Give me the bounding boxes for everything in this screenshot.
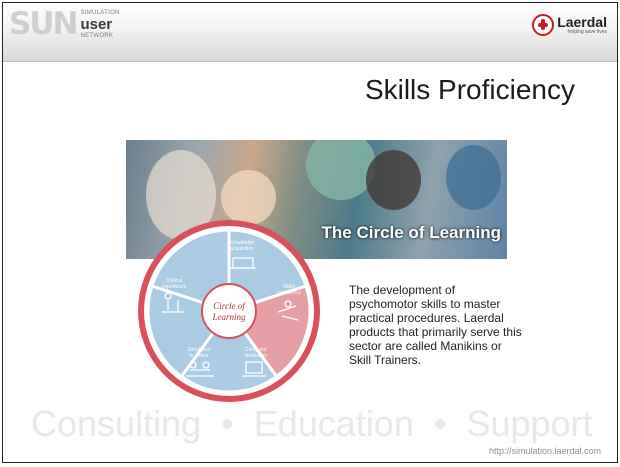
knowledge-pictogram-icon	[230, 257, 256, 269]
footer-word-consulting: Consulting	[31, 403, 202, 444]
footer-word-support: Support	[466, 403, 593, 444]
footer-watermark: Consulting • Education • Support	[31, 403, 611, 445]
bullet-separator: •	[221, 403, 234, 444]
segment-label: Clinical	[166, 278, 182, 284]
segment-label: in teams	[190, 353, 209, 359]
segment-label: Skills	[283, 284, 295, 290]
laerdal-tagline: helping save lives	[567, 29, 607, 35]
circle-of-learning-diagram: Circle of Learning Knowledge acquisition…	[138, 220, 320, 402]
center-label-line1: Circle of	[213, 301, 246, 311]
laerdal-logo: Laerdal helping save lives	[532, 14, 607, 36]
sun-logo-letters: SUN	[9, 5, 78, 42]
slide-title: Skills Proficiency	[364, 74, 575, 105]
computer-pictogram-icon	[242, 361, 266, 377]
sun-logo: SUN SIMULATION user NETWORK	[9, 5, 120, 42]
segment-label: acquisition	[230, 246, 254, 252]
center-circle	[201, 283, 257, 339]
logo-user: user	[80, 15, 113, 33]
center-label-line2: Learning	[211, 312, 246, 322]
segment-label: Knowledge	[230, 240, 255, 246]
description-text: The development of psychomotor skills to…	[349, 283, 522, 367]
skills-pictogram-icon	[277, 300, 299, 321]
bullet-separator: •	[433, 403, 447, 444]
segment-label: Simulation	[187, 347, 211, 353]
teams-pictogram-icon	[186, 361, 214, 377]
footer-word-education: Education	[253, 403, 414, 444]
segment-label: simulation	[245, 353, 268, 359]
footer-url: http://simulation.laerdal.com	[488, 446, 601, 456]
logo-line-simulation: SIMULATION	[80, 9, 120, 16]
laerdal-badge-icon	[532, 14, 555, 36]
segment-label: Computer	[245, 347, 267, 353]
segment-computer	[179, 308, 279, 394]
header-bar: SUN SIMULATION user NETWORK Laerdal help…	[3, 3, 617, 62]
laerdal-brand: Laerdal	[557, 14, 607, 30]
clinical-pictogram-icon	[162, 292, 184, 313]
segment-label: proficiency	[277, 290, 301, 296]
segment-label: experience	[162, 284, 187, 290]
banner-title: The Circle of Learning	[321, 223, 501, 242]
logo-line-network: NETWORK	[80, 32, 114, 39]
banner-photo: The Circle of Learning	[126, 140, 507, 259]
